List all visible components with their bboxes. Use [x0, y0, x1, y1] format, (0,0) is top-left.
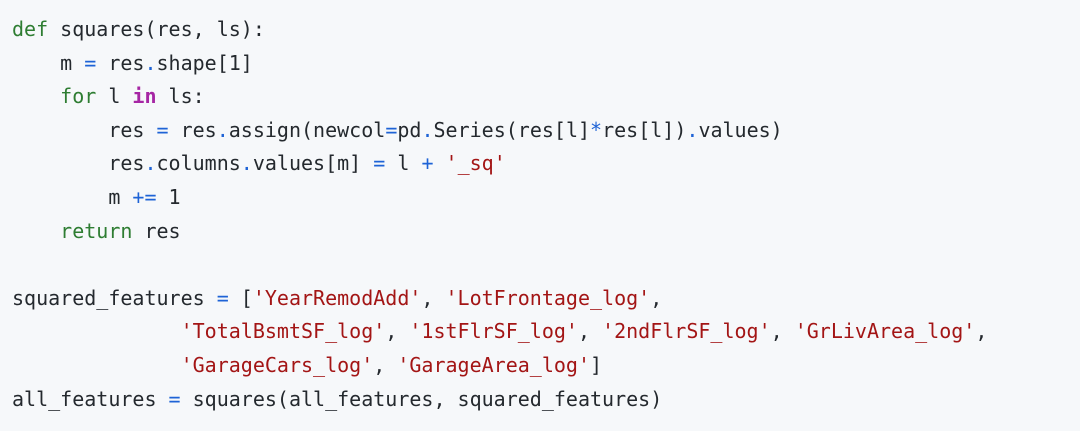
- code-token: =: [216, 285, 229, 310]
- code-token: *: [590, 117, 603, 142]
- code-token: Series(res[l]: [433, 117, 591, 142]
- code-token: [12, 219, 60, 243]
- code-token: values): [698, 117, 783, 142]
- code-line: res.columns.values[m] = l + '_sq': [12, 147, 1080, 181]
- code-token: 'YearRemodAdd': [252, 285, 422, 310]
- code-token: ,: [770, 319, 795, 344]
- code-token: in: [132, 84, 157, 109]
- code-token: .: [240, 151, 253, 176]
- code-token: =: [373, 151, 386, 176]
- code-token: =: [156, 117, 169, 142]
- code-token: ,: [385, 319, 410, 344]
- code-line: m = res.shape[1]: [12, 47, 1080, 81]
- code-line: 'GarageCars_log', 'GarageArea_log']: [12, 349, 1080, 383]
- code-token: res: [12, 117, 157, 142]
- code-line: return res: [12, 215, 1080, 249]
- code-token: assign(newcol: [228, 117, 386, 142]
- code-token: ,: [577, 319, 603, 344]
- code-line: 'TotalBsmtSF_log', '1stFlrSF_log', '2ndF…: [12, 315, 1080, 349]
- code-token: .: [144, 151, 157, 176]
- code-token: [12, 353, 181, 377]
- code-token: ls:: [156, 84, 205, 109]
- code-token: shape[1]: [156, 50, 253, 75]
- code-line: for l in ls:: [12, 80, 1080, 114]
- code-token: +=: [132, 184, 157, 209]
- code-token: '1stFlrSF_log': [409, 319, 578, 344]
- code-line: m += 1: [12, 181, 1080, 215]
- code-token: squares(all_features, squared_features): [180, 386, 663, 411]
- code-token: 'GarageArea_log': [397, 352, 590, 377]
- code-token: ,: [373, 352, 398, 377]
- code-line: all_features = squares(all_features, squ…: [12, 383, 1080, 417]
- code-token: def: [12, 17, 49, 41]
- code-line: [12, 248, 1080, 282]
- code-token: 'GarageCars_log': [180, 352, 374, 377]
- code-token: return: [60, 218, 133, 243]
- code-token: l: [385, 151, 422, 176]
- code-token: res: [96, 50, 145, 75]
- code-line: res = res.assign(newcol=pd.Series(res[l]…: [12, 114, 1080, 148]
- code-token: '2ndFlrSF_log': [602, 319, 771, 344]
- code-token: ,: [650, 285, 663, 310]
- code-token: 1: [156, 184, 181, 209]
- code-token: [433, 151, 445, 175]
- code-token: columns: [156, 151, 241, 176]
- code-line: def squares(res, ls):: [12, 13, 1080, 47]
- code-line: squared_features = ['YearRemodAdd', 'Lot…: [12, 282, 1080, 316]
- code-token: [12, 319, 181, 343]
- code-token: ,: [421, 285, 446, 310]
- code-token: for: [60, 84, 97, 109]
- code-token: res[l]): [602, 117, 687, 142]
- code-token: l: [96, 84, 133, 109]
- code-token: 'TotalBsmtSF_log': [180, 319, 386, 344]
- code-token: res: [132, 218, 181, 243]
- code-token: .: [421, 117, 434, 142]
- code-token: 'LotFrontage_log': [445, 285, 651, 310]
- code-token: values[m]: [252, 151, 374, 176]
- code-token: m: [12, 184, 133, 209]
- code-token: [: [228, 285, 253, 310]
- code-token: .: [144, 50, 157, 75]
- code-token: =: [385, 117, 398, 142]
- code-token: res: [168, 117, 217, 142]
- code-token: .: [686, 117, 699, 142]
- code-token: res: [12, 151, 145, 176]
- code-token: 'GrLivArea_log': [794, 319, 976, 344]
- code-token: =: [168, 386, 181, 411]
- code-token: m: [12, 50, 85, 75]
- code-token: ,: [975, 319, 988, 344]
- code-token: .: [216, 117, 229, 142]
- code-token: [12, 84, 60, 108]
- code-token: all_features: [12, 386, 169, 411]
- code-token: ]: [589, 352, 603, 377]
- code-token: pd: [397, 117, 422, 142]
- code-token: '_sq': [445, 151, 506, 176]
- code-token: +: [421, 151, 434, 176]
- code-token: squares(res, ls):: [48, 17, 265, 41]
- code-token: =: [84, 50, 97, 75]
- code-token: squared_features: [12, 285, 217, 310]
